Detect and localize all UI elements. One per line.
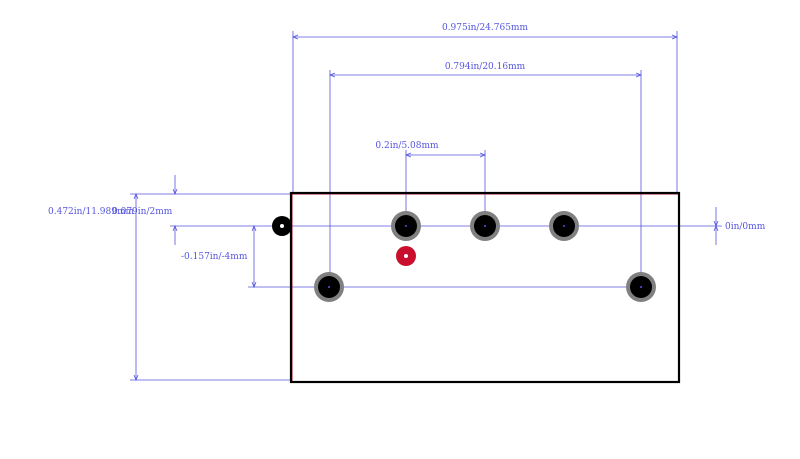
pin1-marker xyxy=(396,246,416,266)
label-lower-row-offset: -0.157in/-4mm xyxy=(181,252,248,262)
pad-bottom-2 xyxy=(626,272,656,302)
origin-marker xyxy=(272,216,292,236)
pad-top-2 xyxy=(470,211,500,241)
label-overall-width: 0.975in/24.765mm xyxy=(442,23,528,33)
dim-origin-offset xyxy=(283,207,722,245)
label-body-height: 0.472in/11.989mm xyxy=(48,207,134,217)
dim-body-height xyxy=(130,192,291,382)
label-lead-span: 0.794in/20.16mm xyxy=(445,62,526,72)
dim-lower-row-offset xyxy=(248,224,641,289)
component-body xyxy=(289,191,681,384)
dim-top-offset xyxy=(170,175,283,245)
label-top-offset: 0.079in/2mm xyxy=(112,207,173,217)
dim-pitch xyxy=(404,150,487,226)
label-origin-offset: 0in/0mm xyxy=(725,222,766,232)
pad-bottom-1 xyxy=(314,272,344,302)
dim-lead-span xyxy=(328,70,643,287)
pad-top-1 xyxy=(391,211,421,241)
pad-top-3 xyxy=(549,211,579,241)
dim-overall-width xyxy=(291,31,679,193)
label-pitch: 0.2in/5.08mm xyxy=(375,141,439,151)
